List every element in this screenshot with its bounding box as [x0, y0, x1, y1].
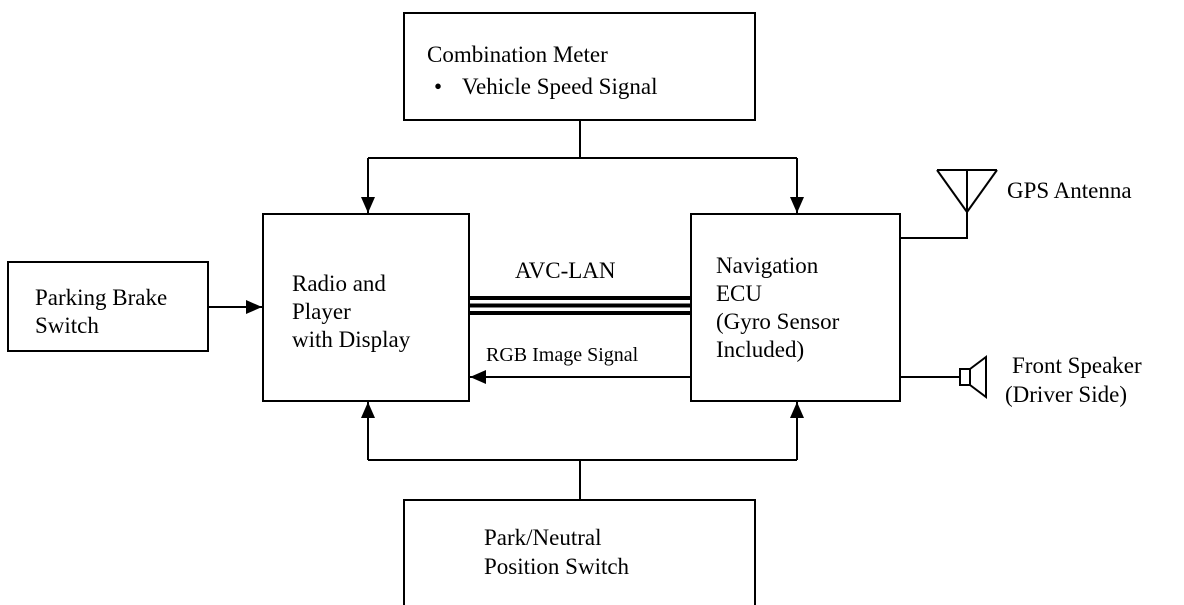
gps-antenna-label: GPS Antenna — [1007, 178, 1132, 203]
combination-meter-title: Combination Meter — [427, 42, 608, 67]
speaker-icon — [959, 355, 987, 399]
radio-label-line1: Radio and — [292, 271, 386, 296]
front-speaker-label-line2: (Driver Side) — [1005, 382, 1127, 407]
avc-lan-label: AVC-LAN — [515, 258, 616, 283]
parking-brake-label-line1: Parking Brake — [35, 285, 167, 310]
navigation-label-line4: Included) — [716, 337, 804, 362]
radio-label-line3: with Display — [292, 327, 411, 352]
navigation-label-line3: (Gyro Sensor — [716, 309, 840, 334]
parking-brake-label-line2: Switch — [35, 313, 99, 338]
bullet-icon: • — [434, 74, 442, 99]
navigation-label-line2: ECU — [716, 281, 762, 306]
front-speaker-label-line1: Front Speaker — [1012, 353, 1142, 378]
antenna-icon — [936, 169, 998, 213]
vehicle-speed-signal-label: Vehicle Speed Signal — [462, 74, 657, 99]
radio-label-line2: Player — [292, 299, 351, 324]
park-neutral-box — [403, 499, 756, 605]
navigation-ecu-box — [690, 213, 901, 402]
park-neutral-label-line1: Park/Neutral — [484, 525, 602, 550]
park-neutral-label-line2: Position Switch — [484, 554, 630, 579]
gps-antenna-connection — [900, 212, 968, 239]
navigation-label-line1: Navigation — [716, 253, 819, 278]
rgb-image-signal-label: RGB Image Signal — [486, 344, 639, 366]
